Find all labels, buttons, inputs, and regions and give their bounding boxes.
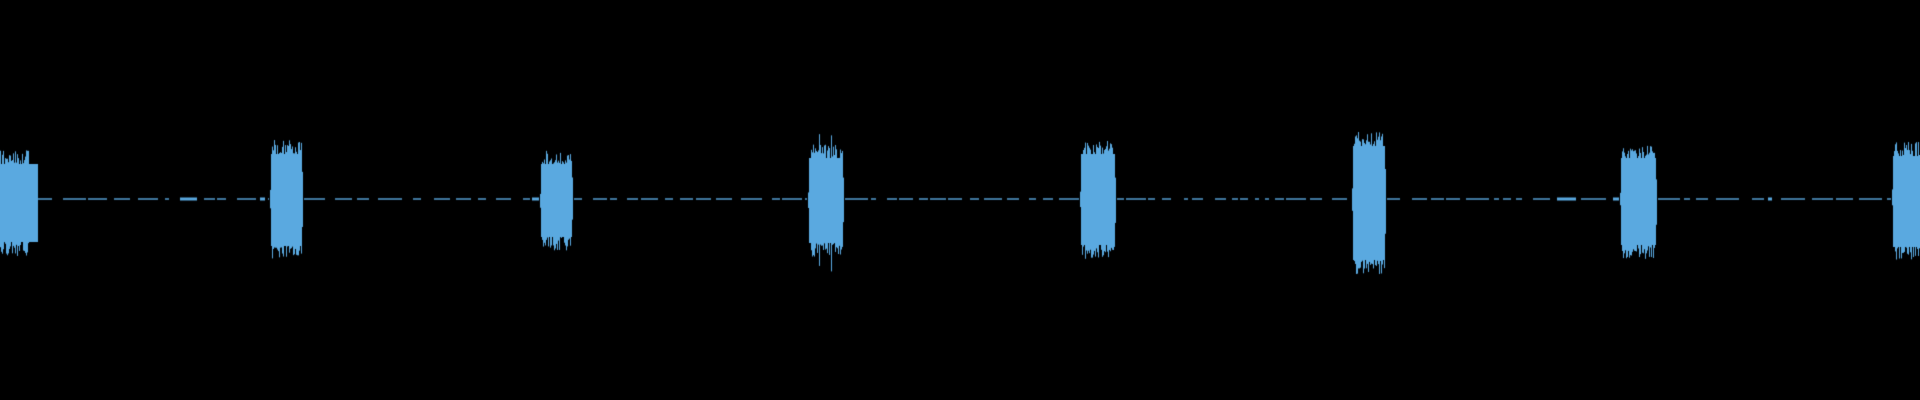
- waveform-canvas[interactable]: [0, 0, 1920, 400]
- waveform-viewer[interactable]: Audio Waveform: [0, 0, 1920, 400]
